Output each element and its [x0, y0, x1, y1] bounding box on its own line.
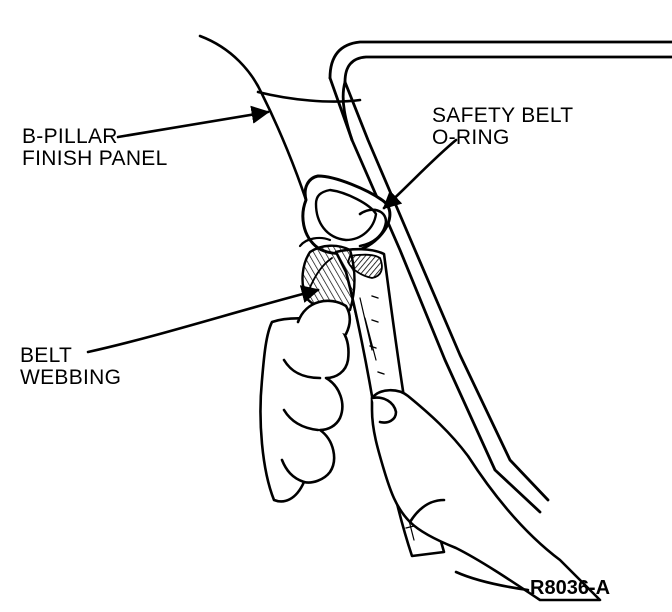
webbing-label-line-1: BELT	[20, 344, 73, 367]
b-pillar-label-line-2: FINISH PANEL	[22, 147, 168, 170]
b-pillar-finish-panel-label: B-PILLAR FINISH PANEL	[22, 126, 168, 170]
leader-o-ring	[382, 138, 458, 210]
leader-webbing	[86, 285, 320, 354]
o-ring-label-line-1: SAFETY BELT	[432, 104, 574, 127]
b-pillar-label-line-1: B-PILLAR	[22, 125, 118, 148]
leader-code	[454, 570, 530, 592]
leader-lines	[86, 105, 530, 592]
webbing-label-line-2: WEBBING	[20, 366, 122, 389]
figure-code: R8036-A	[530, 577, 611, 599]
safety-belt-o-ring-label: SAFETY BELT O-RING	[432, 105, 573, 149]
hands	[259, 299, 602, 602]
leader-b-pillar	[116, 105, 270, 139]
belt-webbing-label: BELT WEBBING	[20, 345, 121, 389]
o-ring-label-line-2: O-RING	[432, 126, 510, 149]
o-ring	[301, 174, 392, 255]
door-frame	[328, 40, 672, 514]
b-pillar-panel	[198, 34, 362, 202]
